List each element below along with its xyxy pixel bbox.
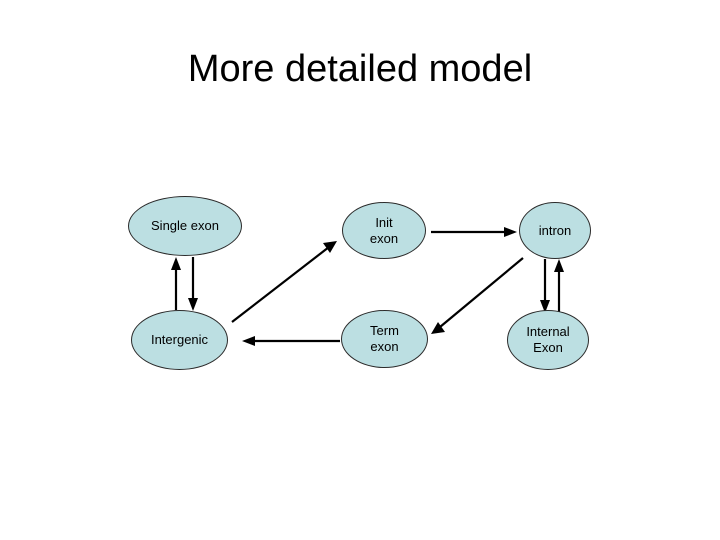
edge-intron-to-term-exon	[431, 257, 524, 334]
edge-single-exon-to-intergenic	[188, 257, 198, 311]
edge-init-exon-to-intron	[431, 227, 517, 237]
node-intergenic-label: Intergenic	[150, 332, 209, 347]
node-single-exon-label: Single exon	[151, 218, 219, 233]
page-title: More detailed model	[187, 48, 533, 90]
node-internal-exon-label: Internal Exon	[526, 324, 570, 355]
edge-internal-exon-to-intron	[554, 259, 564, 312]
node-init-exon[interactable]: Init exon	[342, 202, 426, 259]
node-intron[interactable]: intron	[519, 202, 591, 259]
edge-intron-to-internal-exon	[540, 259, 550, 313]
node-intron-label: intron	[538, 222, 572, 238]
node-term-exon-label: Term exon	[370, 323, 399, 354]
edge-intergenic-to-init-exon	[231, 241, 337, 323]
node-intergenic[interactable]: Intergenic	[131, 310, 228, 370]
node-term-exon[interactable]: Term exon	[341, 310, 428, 368]
node-internal-exon[interactable]: Internal Exon	[507, 310, 589, 370]
node-single-exon[interactable]: Single exon	[128, 196, 242, 256]
edge-term-exon-to-intergenic	[242, 336, 340, 346]
node-init-exon-label: Init exon	[369, 214, 399, 246]
edge-intergenic-to-single-exon	[171, 257, 181, 310]
